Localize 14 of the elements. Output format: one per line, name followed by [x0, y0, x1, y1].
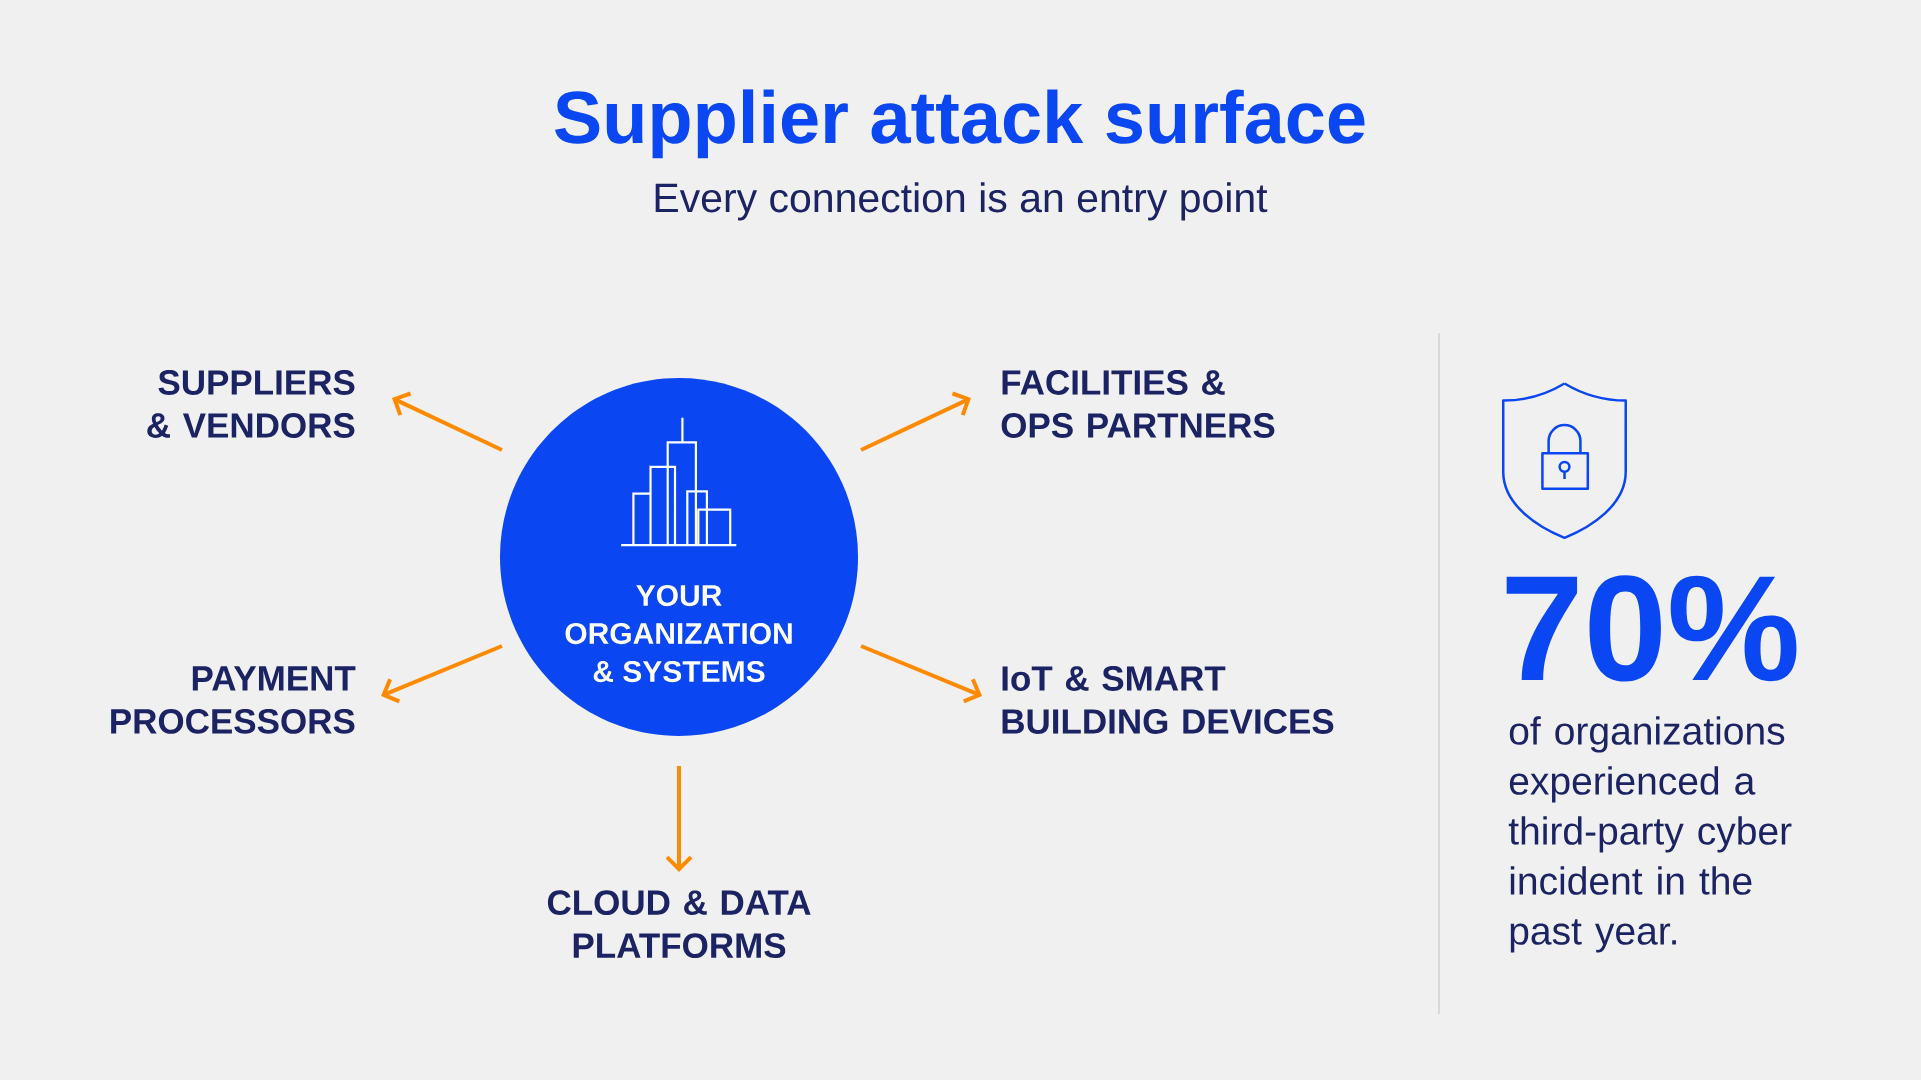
category-label: IoT & SMART BUILDING DEVICES [1002, 666, 1334, 734]
arrow [860, 644, 982, 704]
category-label: SUPPLIERS & VENDORS [147, 370, 355, 438]
arrow [381, 644, 503, 704]
arrow [860, 391, 971, 452]
title: Supplier attack surface [555, 89, 1365, 159]
category-label: FACILITIES & OPS PARTNERS [1001, 370, 1275, 438]
subtitle: Every connection is an entry point [655, 182, 1268, 221]
arrow [392, 391, 503, 452]
arrow [665, 766, 693, 872]
category-label: PAYMENT PROCESSORS [111, 666, 356, 734]
statistic-description: of organizations experienced a third-party cyber incident in the past year. [1508, 716, 1792, 953]
statistic-number: 70% [1506, 575, 1797, 682]
category-label: CLOUD & DATA PLATFORMS [547, 890, 811, 958]
